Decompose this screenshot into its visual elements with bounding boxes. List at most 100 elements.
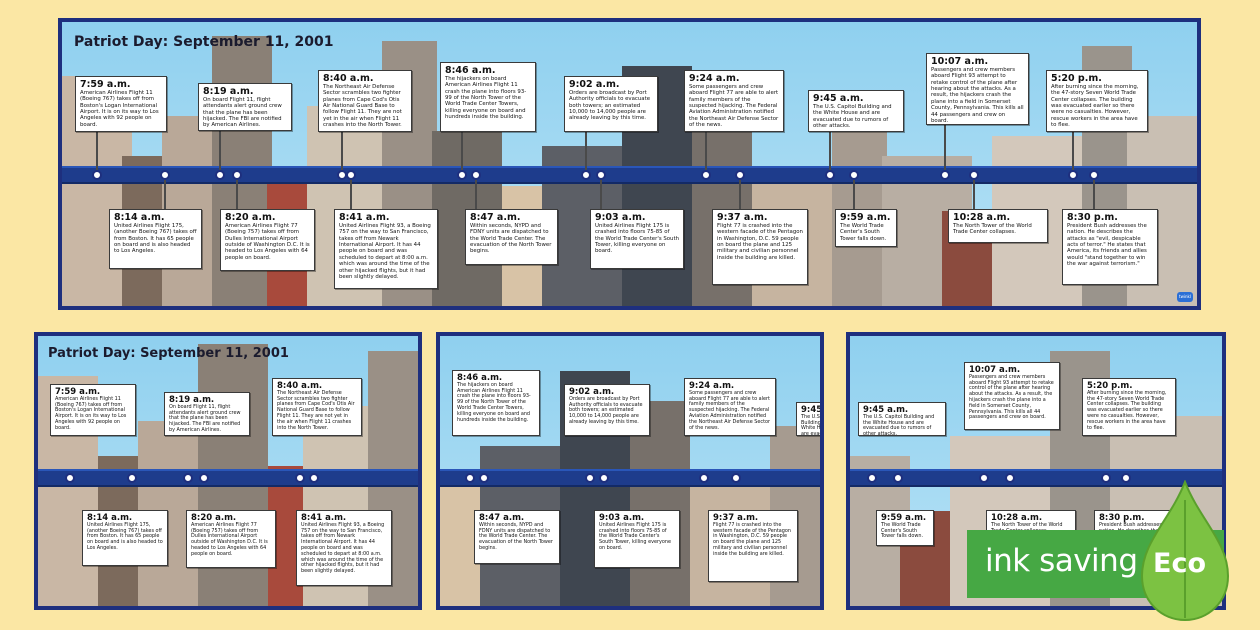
connector (739, 179, 741, 211)
timeline-marker (585, 473, 595, 483)
event-time: 9:59 a.m. (840, 212, 891, 223)
split-panel-1: Patriot Day: September 11, 2001 7:59 a.m… (34, 332, 422, 610)
event-card-0902: 9:02 a.m. Orders are broadcast by Port A… (564, 384, 650, 436)
timeline-marker (969, 170, 979, 180)
timeline-marker (465, 473, 475, 483)
event-time: 10:07 a.m. (931, 56, 989, 67)
timeline-marker (940, 170, 950, 180)
connector (475, 179, 477, 211)
event-card-0819: 8:19 a.m. On board Flight 11, flight att… (164, 392, 250, 436)
connector (600, 179, 602, 211)
event-card-1720: 5:20 p.m. After burning since the mornin… (1046, 70, 1148, 132)
connector (461, 128, 463, 170)
event-time: 8:20 a.m. (225, 212, 276, 223)
event-time: 8:41 a.m. (339, 212, 390, 223)
event-time: 7:59 a.m. (55, 387, 101, 397)
connector (1072, 128, 1074, 170)
timeline-marker (1121, 473, 1131, 483)
connector (585, 128, 587, 170)
event-description: The North Tower of the World Trade Cente… (953, 222, 1032, 236)
event-description: United Airlines Flight 175, (another Boe… (87, 521, 163, 552)
timeline-marker (160, 170, 170, 180)
timeline-marker (599, 473, 609, 483)
event-time: 10:07 a.m. (969, 365, 1021, 375)
event-card-0841: 8:41 a.m. United Airlines Flight 93, a B… (334, 209, 438, 289)
connector (705, 128, 707, 170)
event-time: 9:02 a.m. (569, 387, 615, 397)
event-description: The Northeast Air Defense Sector scrambl… (323, 83, 402, 129)
event-time: 7:59 a.m. (80, 79, 131, 90)
event-description: The U.S. Capitol Building and the White … (801, 413, 824, 436)
timeline-marker (1101, 473, 1111, 483)
event-card-0937: 9:37 a.m. Flight 77 is crashed into the … (708, 510, 798, 582)
event-description: Within seconds, NYPD and FDNY units are … (470, 222, 552, 255)
event-description: United Airlines Flight 93, a Boeing 757 … (301, 521, 385, 575)
page-title: Patriot Day: September 11, 2001 (48, 346, 289, 361)
event-time: 8:41 a.m. (301, 513, 347, 523)
timeline-bar (38, 469, 418, 487)
event-time: 8:46 a.m. (445, 65, 496, 76)
event-time: 8:30 p.m. (1099, 513, 1145, 523)
timeline-marker (127, 473, 137, 483)
event-card-0945: 9:45 a.m. The U.S. Capitol Building and … (808, 90, 904, 132)
event-time: 9:03 a.m. (599, 513, 645, 523)
event-description: The U.S. Capitol Building and the White … (813, 103, 892, 130)
connector (1093, 179, 1095, 211)
event-time: 9:45 a.m. (813, 93, 864, 104)
timeline-marker (215, 170, 225, 180)
timeline-marker (701, 170, 711, 180)
timeline-marker (596, 170, 606, 180)
event-card-0846: 8:46 a.m. The hijackers on board America… (452, 370, 540, 436)
event-card-0903: 9:03 a.m. United Airlines Flight 175 is … (590, 209, 684, 269)
event-time: 9:59 a.m. (881, 513, 927, 523)
event-card-0959: 9:59 a.m. The World Trade Center's South… (876, 510, 934, 546)
timeline-marker (581, 170, 591, 180)
event-time: 8:47 a.m. (479, 513, 525, 523)
event-time: 8:19 a.m. (169, 395, 215, 405)
event-card-0937: 9:37 a.m. Flight 77 is crashed into the … (712, 209, 808, 285)
event-description: United Airlines Flight 175, (another Boe… (114, 222, 197, 255)
event-description: President Bush addresses the nation. He … (1067, 222, 1147, 268)
timeline-marker (1068, 170, 1078, 180)
connector (350, 179, 352, 211)
event-description: Flight 77 is crashed into the western fa… (717, 222, 803, 261)
event-description: Passengers and crew members aboard Fligh… (969, 373, 1054, 421)
event-card-0820: 8:20 a.m. American Airlines Flight 77 (B… (186, 510, 276, 568)
event-time: 8:19 a.m. (203, 86, 254, 97)
event-card-0903: 9:03 a.m. United Airlines Flight 175 is … (594, 510, 680, 568)
event-card-0840: 8:40 a.m. The Northeast Air Defense Sect… (318, 70, 412, 132)
event-description: United Airlines Flight 175 is crashed in… (595, 222, 680, 255)
full-timeline-panel: Patriot Day: September 11, 2001 7:59 a.m… (58, 18, 1201, 310)
connector (341, 128, 343, 170)
eco-label: Eco (1153, 548, 1206, 579)
timeline-marker (893, 473, 903, 483)
event-card-0847: 8:47 a.m. Within seconds, NYPD and FDNY … (465, 209, 558, 265)
event-description: The hijackers on board American Airlines… (445, 75, 527, 121)
event-time: 10:28 a.m. (953, 212, 1011, 223)
event-description: The hijackers on board American Airlines… (457, 381, 531, 423)
event-description: Flight 77 is crashed into the western fa… (713, 521, 791, 557)
event-time: 9:03 a.m. (595, 212, 646, 223)
event-card-0840: 8:40 a.m. The Northeast Air Defense Sect… (272, 378, 362, 436)
event-card-1007: 10:07 a.m. Passengers and crew members a… (964, 362, 1060, 430)
timeline-marker (479, 473, 489, 483)
event-card-0814: 8:14 a.m. United Airlines Flight 175, (a… (82, 510, 168, 566)
event-time: 9:37 a.m. (713, 513, 759, 523)
event-description: American Airlines Flight 77 (Boeing 757)… (191, 521, 268, 557)
timeline-marker (199, 473, 209, 483)
timeline-marker (457, 170, 467, 180)
split-panel-2: 8:46 a.m. The hijackers on board America… (436, 332, 824, 610)
event-card-1720: 5:20 p.m. After burning since the mornin… (1082, 378, 1176, 436)
event-description: American Airlines Flight 77 (Boeing 757)… (225, 222, 310, 261)
event-card-0820: 8:20 a.m. American Airlines Flight 77 (B… (220, 209, 315, 271)
event-time: 5:20 p.m. (1051, 73, 1102, 84)
connector (164, 179, 166, 211)
timeline-marker (346, 170, 356, 180)
event-card-0819: 8:19 a.m. On board Flight 11, flight att… (198, 83, 292, 131)
event-card-0945-partial: 9:45 a.m. The U.S. Capitol Building and … (796, 402, 824, 436)
event-card-0846: 8:46 a.m. The hijackers on board America… (440, 62, 536, 132)
event-time: 9:37 a.m. (717, 212, 768, 223)
event-time: 9:45 a.m. (801, 405, 823, 415)
timeline-marker (183, 473, 193, 483)
event-time: 8:47 a.m. (470, 212, 521, 223)
